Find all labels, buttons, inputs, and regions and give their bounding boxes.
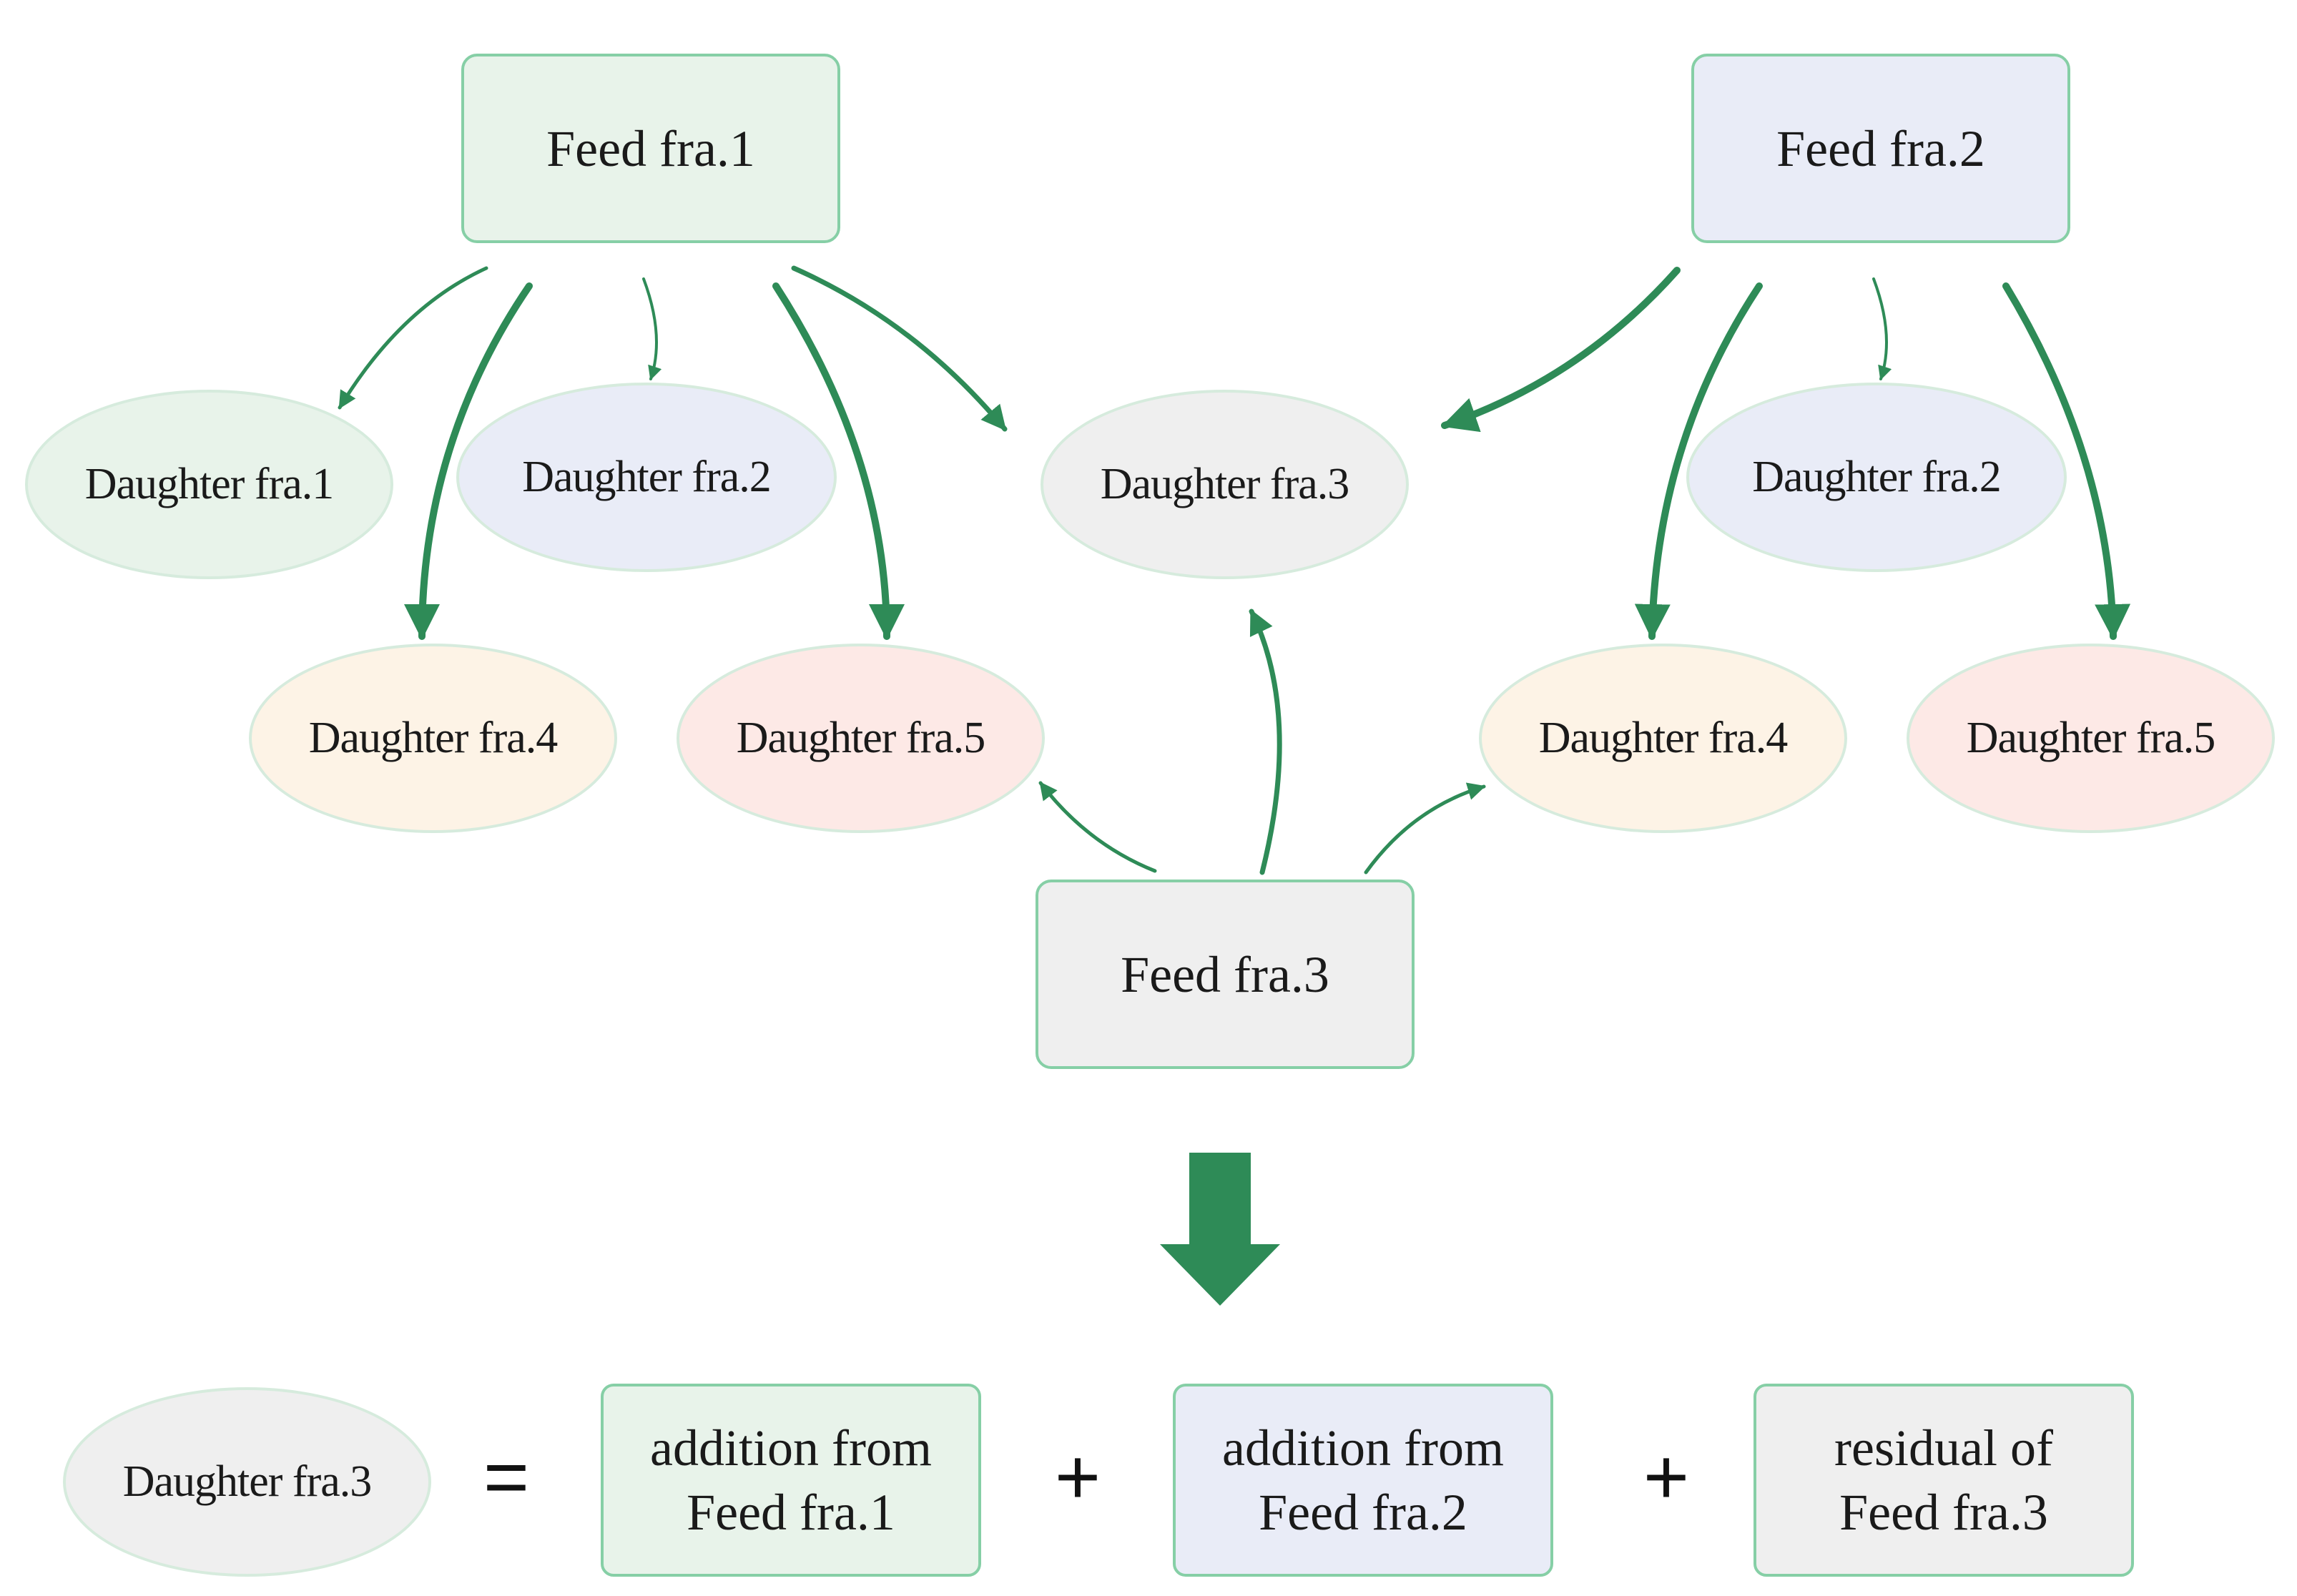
arrow-f1-d3: [791, 265, 1008, 432]
equation-lhs-daughter-fra-3: Daughter fra.3: [63, 1387, 431, 1577]
arrow-f2-d4: [1634, 282, 1763, 640]
arrow-f2-d5: [2002, 282, 2131, 640]
term1-line2: Feed fra.1: [687, 1484, 895, 1541]
arrow-f3-d4: [1364, 782, 1486, 875]
arrow-f2-d3: [1441, 267, 1681, 433]
daughter-fra-3-center: Daughter fra.3: [1041, 390, 1409, 579]
arrow-f3-d3: [1249, 609, 1282, 875]
arrow-f1-d5: [772, 282, 905, 640]
daughter-fra-2-left: Daughter fra.2: [456, 383, 837, 572]
plus-sign-1: +: [1054, 1432, 1101, 1521]
term-residual-of-feed-fra-3: residual of Feed fra.3: [1754, 1384, 2134, 1577]
term2-line1: addition from: [1222, 1419, 1504, 1477]
arrow-f1-d4: [404, 282, 533, 640]
daughter-fra-2-right: Daughter fra.2: [1686, 383, 2067, 572]
equals-sign: =: [483, 1432, 530, 1521]
daughter-fra-5-left: Daughter fra.5: [677, 644, 1045, 833]
term-addition-from-feed-fra-2: addition from Feed fra.2: [1173, 1384, 1553, 1577]
term1-line1: addition from: [650, 1419, 932, 1477]
feed-fra-3-box: Feed fra.3: [1036, 880, 1415, 1069]
term-addition-from-feed-fra-1: addition from Feed fra.1: [601, 1384, 981, 1577]
big-down-arrow: [1160, 1153, 1280, 1306]
plus-sign-2: +: [1643, 1432, 1690, 1521]
term3-line2: Feed fra.3: [1839, 1484, 2048, 1541]
arrow-f1-d2: [642, 277, 662, 380]
feed-fra-2-box: Feed fra.2: [1691, 54, 2070, 243]
term2-line2: Feed fra.2: [1259, 1484, 1467, 1541]
daughter-fra-4-right: Daughter fra.4: [1479, 644, 1847, 833]
daughter-fra-5-right: Daughter fra.5: [1907, 644, 2275, 833]
daughter-fra-4-left: Daughter fra.4: [249, 644, 617, 833]
term3-line1: residual of: [1834, 1419, 2053, 1477]
feed-fra-1-box: Feed fra.1: [461, 54, 840, 243]
arrow-f1-d1: [338, 266, 488, 410]
arrow-f3-d5: [1038, 781, 1157, 873]
arrow-f2-d2: [1872, 277, 1892, 380]
daughter-fra-1-left: Daughter fra.1: [25, 390, 393, 579]
